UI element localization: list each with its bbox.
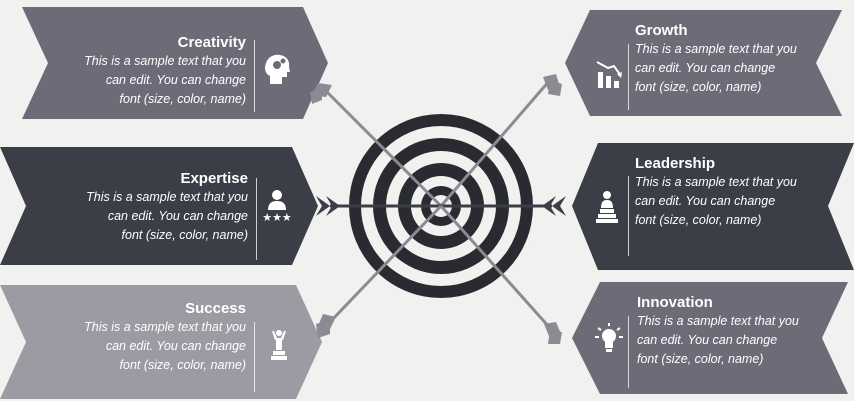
lightbulb-icon [594, 322, 624, 356]
leadership-divider [628, 176, 629, 256]
growth-text-line3: font (size, color, name) [635, 78, 835, 97]
expertise-text-line3: font (size, color, name) [30, 226, 248, 245]
leadership-text-line2: can edit. You can change [635, 192, 845, 211]
head-gears-icon [262, 52, 292, 86]
leadership-text-line3: font (size, color, name) [635, 211, 845, 230]
success-divider [254, 322, 255, 392]
success-card: Success This is a sample text that you c… [30, 300, 246, 375]
innovation-text-line3: font (size, color, name) [637, 350, 842, 369]
svg-text:★★★: ★★★ [262, 211, 292, 222]
creativity-divider [254, 40, 255, 112]
leadership-card: Leadership This is a sample text that yo… [635, 155, 845, 230]
creativity-title: Creativity [40, 34, 246, 52]
person-stars-icon: ★★★ [262, 188, 292, 222]
success-title: Success [30, 300, 246, 318]
success-text-line2: can edit. You can change [30, 337, 246, 356]
success-text-line1: This is a sample text that you [30, 318, 246, 337]
expertise-card: Expertise This is a sample text that you… [30, 170, 248, 245]
innovation-text-line2: can edit. You can change [637, 331, 842, 350]
creativity-text-line3: font (size, color, name) [40, 90, 246, 109]
trophy-person-icon [264, 328, 294, 362]
creativity-text-line2: can edit. You can change [40, 71, 246, 90]
creativity-text-line1: This is a sample text that you [40, 52, 246, 71]
podium-person-icon [592, 190, 622, 224]
creativity-card: Creativity This is a sample text that yo… [40, 34, 246, 109]
innovation-divider [628, 316, 629, 388]
growth-text-line2: can edit. You can change [635, 59, 835, 78]
growth-divider [628, 44, 629, 110]
growth-title: Growth [635, 22, 835, 40]
innovation-text-line1: This is a sample text that you [637, 312, 842, 331]
expertise-text-line2: can edit. You can change [30, 207, 248, 226]
growth-chart-icon [594, 56, 624, 90]
leadership-text-line1: This is a sample text that you [635, 173, 845, 192]
growth-card: Growth This is a sample text that you ca… [635, 22, 835, 97]
expertise-text-line1: This is a sample text that you [30, 188, 248, 207]
innovation-title: Innovation [637, 294, 842, 312]
expertise-title: Expertise [30, 170, 248, 188]
innovation-card: Innovation This is a sample text that yo… [637, 294, 842, 369]
expertise-divider [256, 178, 257, 260]
success-text-line3: font (size, color, name) [30, 356, 246, 375]
leadership-title: Leadership [635, 155, 845, 173]
growth-text-line1: This is a sample text that you [635, 40, 835, 59]
